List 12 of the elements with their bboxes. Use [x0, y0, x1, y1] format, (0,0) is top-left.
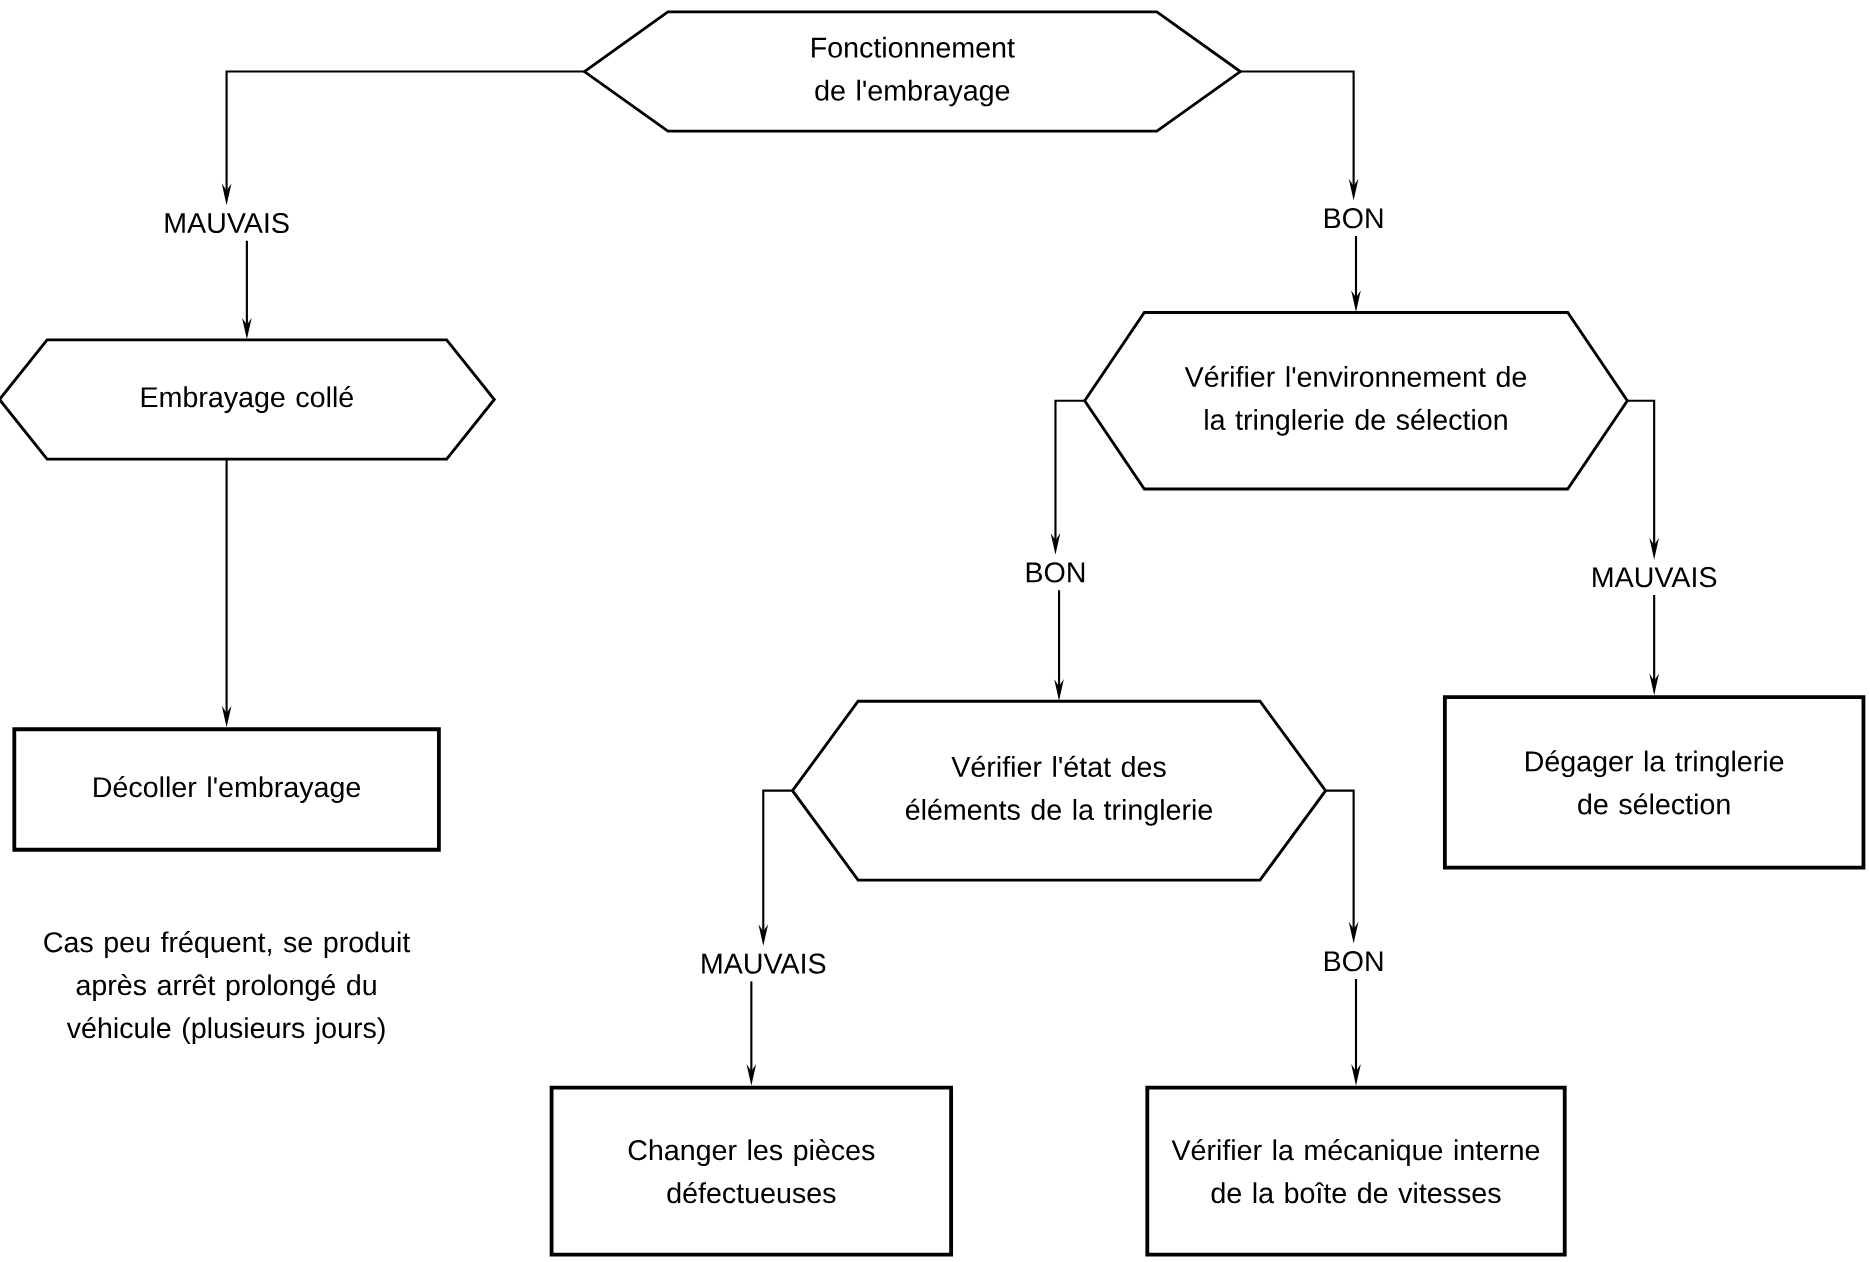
action-box: Changer les pièces défectueuses	[549, 1085, 953, 1257]
decision-hexagon: Embrayage collé	[0, 338, 497, 461]
result-label: MAUVAIS	[702, 953, 826, 974]
note-text: Cas peu fréquent, se produit après arrêt prolongé du véhicule (plusieurs jours)	[44, 931, 411, 1045]
result-label: MAUVAIS	[1593, 567, 1717, 588]
action-box: Décoller l'embrayage	[12, 727, 441, 852]
result-label: BON	[1324, 208, 1383, 229]
result-label: BON	[1324, 951, 1383, 972]
result-label: MAUVAIS	[165, 213, 289, 234]
action-box: Dégager la tringlerie de sélection	[1442, 695, 1866, 870]
action-box: Vérifier la mécanique interne de la boîte de vitesses	[1145, 1085, 1567, 1257]
result-label: BON	[1026, 562, 1085, 583]
